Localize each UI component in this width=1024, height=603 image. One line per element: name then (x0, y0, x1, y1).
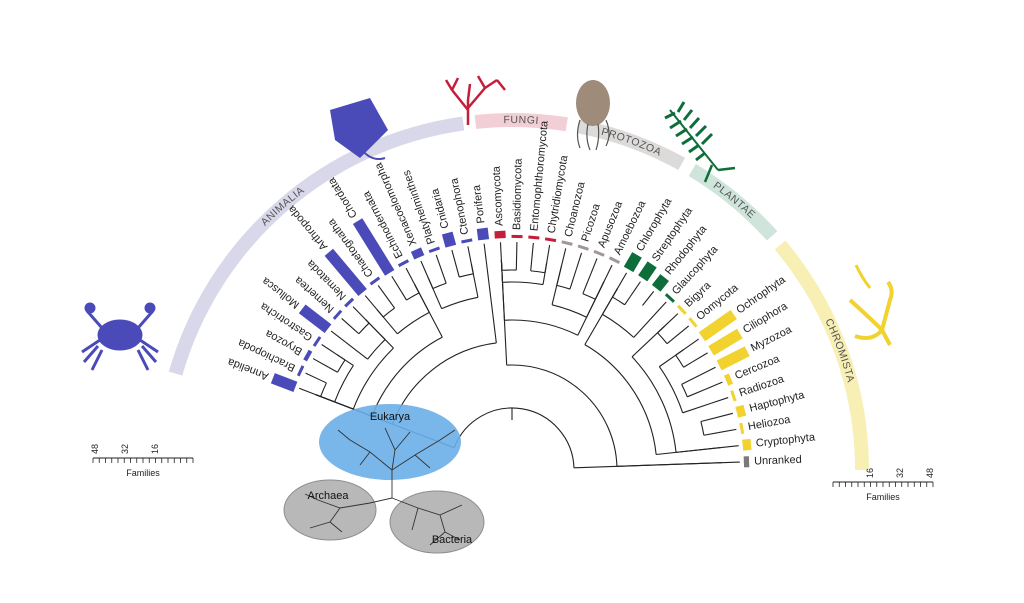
scaleL-title: Families (126, 468, 160, 478)
bar-choanozoa (561, 240, 572, 246)
scaleL-tick-0: 48 (90, 444, 100, 454)
bar-nematoda (344, 298, 354, 308)
phylum-label-basidiomycota: Basidiomycota (511, 158, 525, 231)
bar-echinodermata (398, 259, 409, 267)
phylum-label-entomophthoromycota: Entomophthoromycota (528, 119, 550, 231)
bar-amoebozoa (609, 256, 620, 264)
bar-streptophyta (638, 261, 657, 281)
phylum-label-porifera: Porifera (471, 183, 488, 224)
bar-bigyra (677, 305, 687, 315)
scaleR-tick-2: 48 (925, 468, 935, 478)
bacteria-label: Bacteria (432, 534, 473, 546)
bar-apusozoa (593, 250, 604, 257)
phylum-label-cryptophyta: Cryptophyta (755, 431, 816, 449)
bar-ascomycota (494, 231, 505, 239)
bar-bryozoa (303, 350, 312, 362)
bar-brachiopoda (297, 365, 304, 376)
scaleL-tick-2: 16 (150, 444, 160, 454)
bar-chaetognatha (370, 277, 381, 286)
bar-nemertea (333, 310, 343, 320)
scaleR-tick-0: 16 (865, 468, 875, 478)
domains-inset: Eukarya Archaea Bacteria (284, 404, 484, 553)
bar-chytridiomycota (545, 237, 556, 242)
phylum-label-chordata: Chordata (325, 175, 360, 221)
bar-unranked (744, 456, 750, 467)
bar-chlorophyta (624, 252, 642, 272)
bar-porifera (477, 228, 489, 241)
eukarya-label: Eukarya (370, 411, 411, 423)
radiolarian-silhouette (850, 265, 892, 345)
bar-entomophthoromycota (528, 236, 539, 240)
kingdom-label-plantae: PLANTAE (711, 180, 758, 222)
phylum-label-ascomycota: Ascomycota (491, 165, 506, 226)
scaleR-tick-1: 32 (895, 468, 905, 478)
bar-radiozoa (730, 390, 736, 401)
phylum-label-heliozoa: Heliozoa (747, 413, 792, 433)
archaea-ellipse (284, 480, 376, 540)
bar-rhodophyta (652, 274, 669, 292)
bar-basidiomycota (512, 235, 523, 238)
bar-glaucophyta (665, 293, 675, 303)
bar-picozoa (578, 245, 589, 251)
phylum-label-unranked: Unranked (754, 454, 802, 468)
bar-annelida (271, 373, 297, 392)
phylum-labels: AnnelidaBrachiopodaBryozoaGastrotrichaMo… (225, 119, 816, 467)
archaea-label: Archaea (308, 490, 350, 502)
kingdom-label-chromista: CHROMISTA (822, 317, 856, 384)
bar-haptophyta (735, 405, 746, 418)
crab-silhouette (82, 303, 158, 370)
phylum-label-ctenophora: Ctenophora (448, 176, 471, 236)
bar-cercozoa (724, 374, 733, 386)
bar-ctenophora (461, 238, 472, 243)
bar-oomycota (688, 317, 697, 327)
scaleR-title: Families (866, 492, 900, 502)
bar-heliozoa (739, 423, 744, 434)
bar-cryptophyta (742, 439, 752, 451)
bar-gastrotricha (313, 336, 322, 347)
bar-platyhelminthes (429, 247, 440, 253)
bar-cnidaria (442, 232, 456, 248)
bar-xenacoelomorpha (411, 247, 424, 259)
phylum-label-cnidaria: Cnidaria (429, 186, 452, 230)
phylum-label-arthropoda: Arthropoda (285, 202, 330, 252)
kingdom-label-fungi: FUNGI (503, 114, 539, 127)
scaleL-tick-1: 32 (120, 444, 130, 454)
